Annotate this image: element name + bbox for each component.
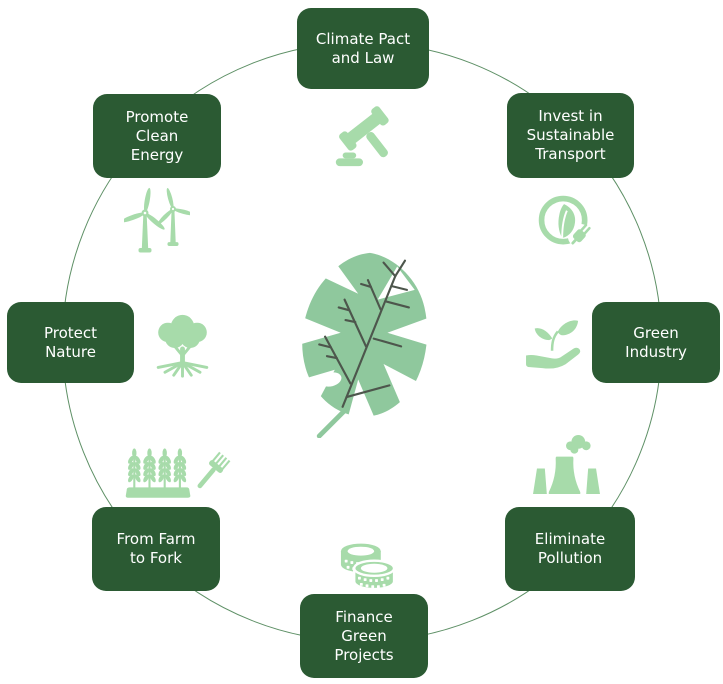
node-label: Promote Clean Energy — [125, 107, 189, 164]
power-plant-icon — [528, 433, 605, 496]
coins-icon — [331, 536, 404, 591]
node-climate-pact-and-law: Climate Pact and Law — [297, 8, 429, 89]
node-finance-green-projects: Finance Green Projects — [300, 594, 428, 678]
node-label: Protect Nature — [43, 323, 98, 361]
tree-roots-icon — [150, 312, 215, 382]
node-label: Invest in Sustainable Transport — [526, 107, 615, 163]
gavel-icon — [330, 103, 396, 169]
eco-plug-icon — [535, 192, 595, 250]
node-green-industry: Green Industry — [592, 302, 720, 383]
node-label: Eliminate Pollution — [534, 530, 606, 567]
wind-turbines-icon — [124, 187, 190, 259]
node-label: Green Industry — [625, 323, 687, 361]
node-label: From Farm to Fork — [116, 530, 196, 567]
wheat-fork-icon — [121, 448, 235, 502]
node-promote-clean-energy: Promote Clean Energy — [93, 94, 221, 178]
node-invest-in-sustainable-transport: Invest in Sustainable Transport — [507, 93, 634, 178]
node-label: Climate Pact and Law — [315, 29, 411, 67]
node-eliminate-pollution: Eliminate Pollution — [505, 507, 635, 591]
node-label: Finance Green Projects — [334, 607, 394, 664]
monstera-leaf-icon — [288, 247, 444, 438]
node-protect-nature: Protect Nature — [7, 302, 134, 383]
hand-sprout-icon — [522, 316, 586, 370]
node-from-farm-to-fork: From Farm to Fork — [92, 507, 220, 591]
